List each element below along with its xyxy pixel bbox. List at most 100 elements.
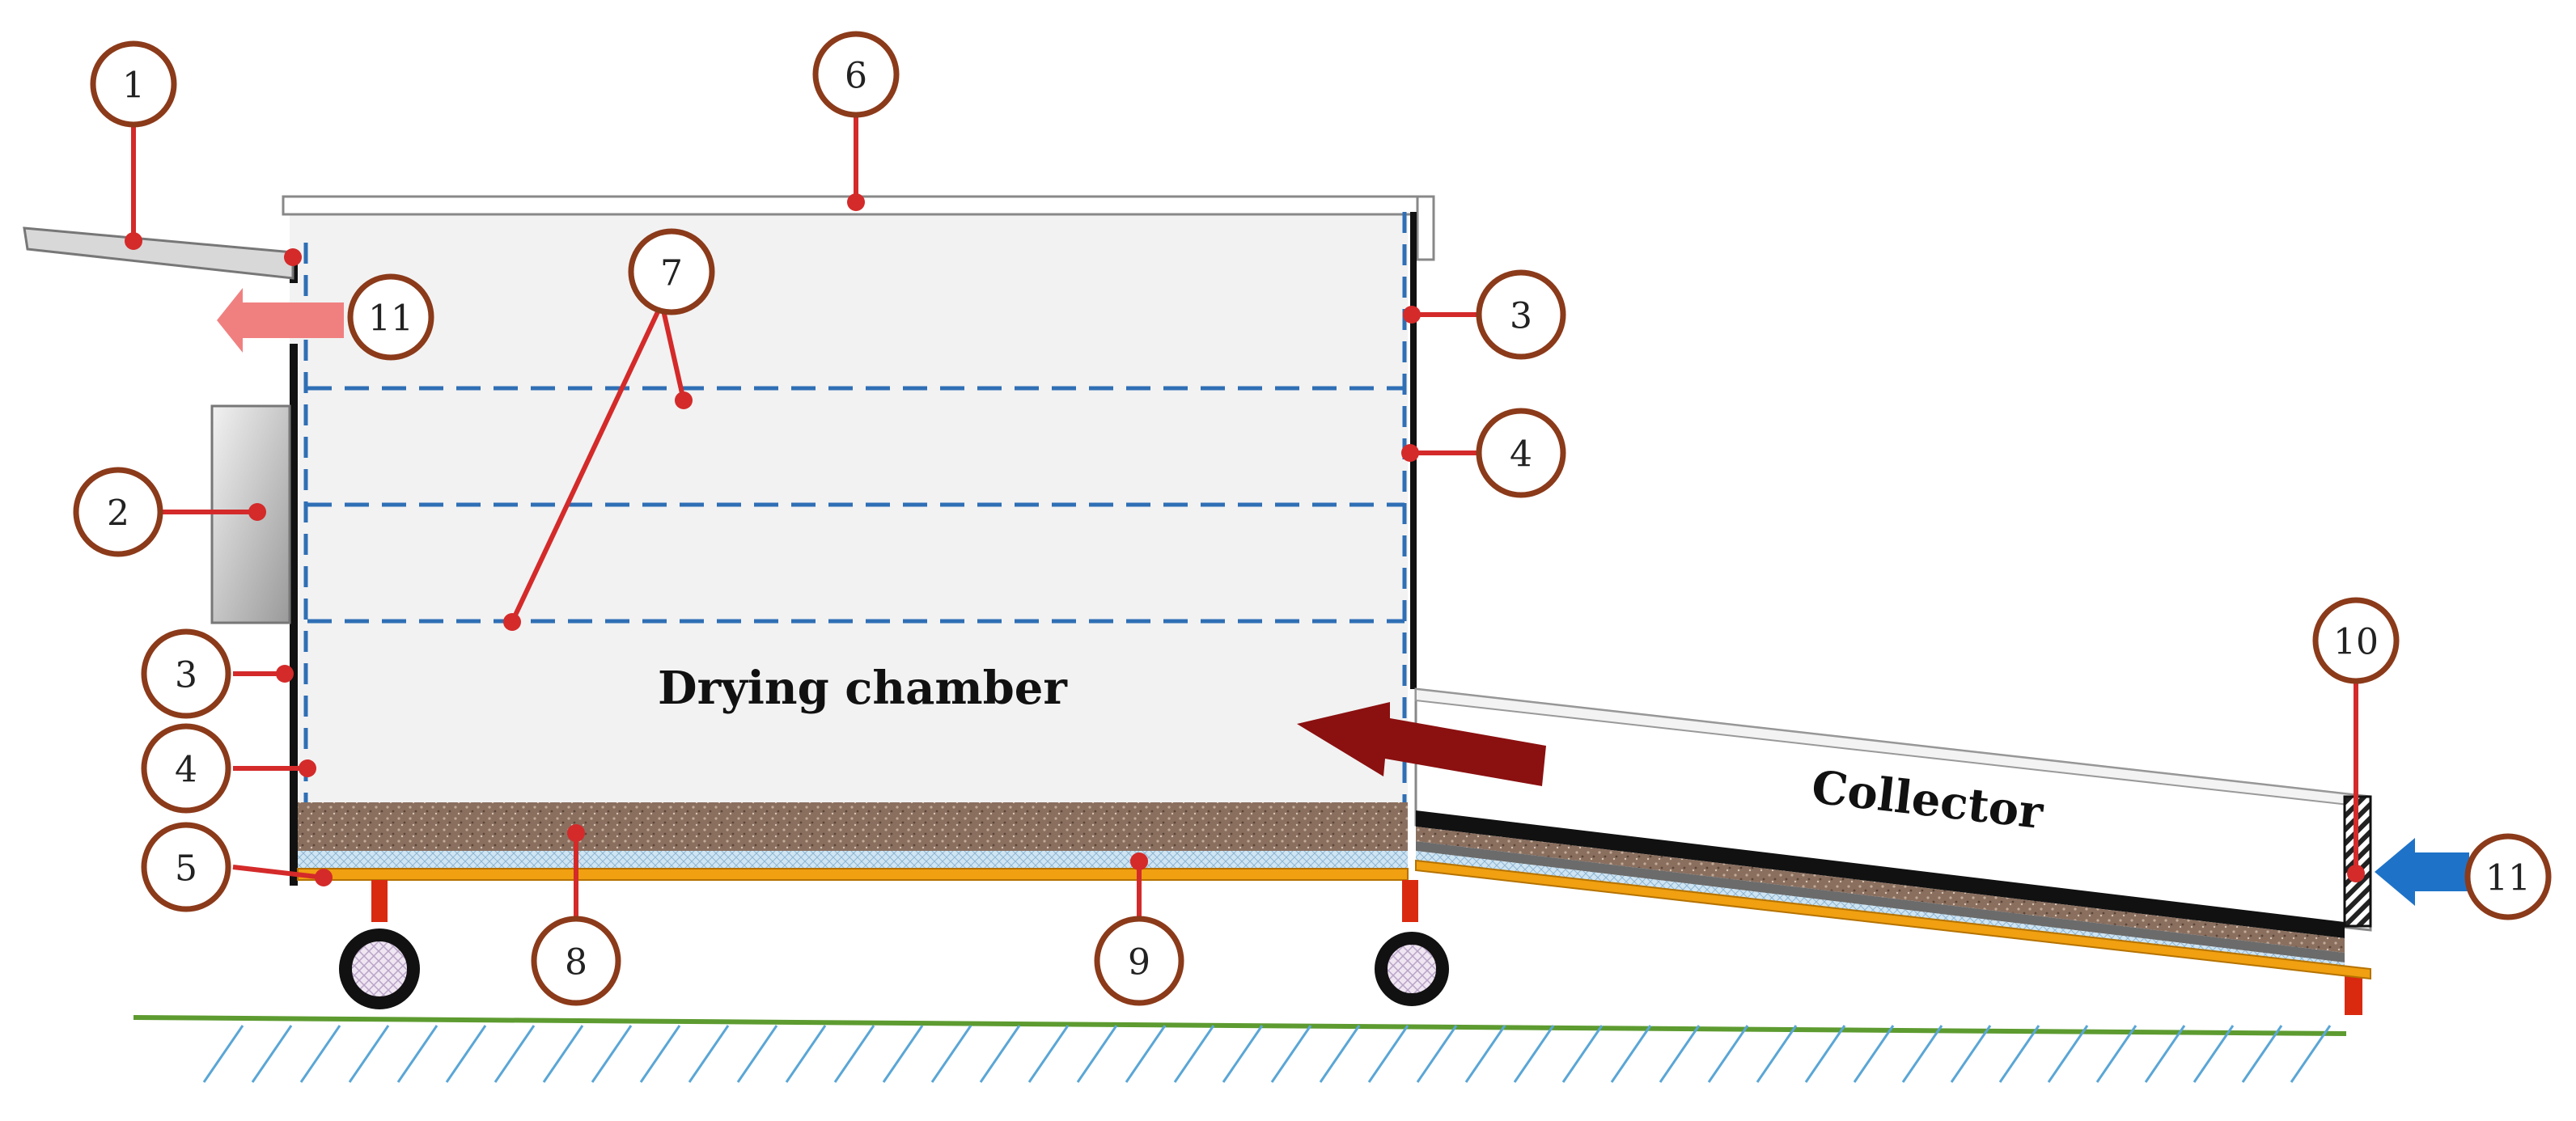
callout-5-ring	[141, 822, 231, 912]
hatch-stroke	[2144, 1025, 2186, 1083]
callout-8-ring	[531, 916, 621, 1006]
hatch-stroke	[1901, 1025, 1943, 1083]
collector-leg	[2345, 975, 2362, 1015]
callout-7-ring	[628, 228, 715, 315]
ground	[133, 1015, 2347, 1083]
hatch-stroke	[1027, 1025, 1070, 1083]
callout-3-right-ring	[1476, 269, 1566, 360]
hatch-stroke	[1853, 1025, 1895, 1083]
hatch-stroke	[1319, 1025, 1361, 1083]
callout-8: 8	[565, 942, 587, 984]
roof-overhang	[1416, 195, 1435, 261]
mesh-layer	[298, 851, 1408, 869]
callout-1-ring	[90, 40, 177, 128]
absorber-plate	[1416, 810, 2345, 938]
hatch-stroke	[1561, 1025, 1604, 1083]
leader-5	[232, 865, 324, 880]
callout-9-ring	[1094, 916, 1184, 1006]
leader-dots	[125, 193, 2365, 886]
left-wheel	[339, 929, 420, 1009]
collector-layer	[1416, 841, 2345, 962]
hatch-stroke	[1270, 1025, 1312, 1083]
right-wheel	[1375, 932, 1449, 1006]
collector-bed	[1416, 827, 2345, 953]
callout-numbers: 1 2 6 7 3 4 11 3 4 5 8 9 10 11	[107, 56, 2531, 984]
hatch-stroke	[494, 1025, 536, 1083]
hatch-stroke	[785, 1025, 827, 1083]
dot-3-right	[1403, 306, 1421, 324]
hatch-stroke	[2047, 1025, 2089, 1083]
dot-4-left	[299, 759, 316, 777]
callout-6-ring	[812, 31, 900, 118]
callout-4-right: 4	[1510, 434, 1532, 476]
dot-3-left	[276, 665, 294, 683]
right-leg	[1402, 880, 1418, 922]
chimney-pipe	[23, 226, 294, 280]
dot-9	[1130, 852, 1148, 870]
ground-line	[133, 1015, 2347, 1036]
hatch-stroke	[1513, 1025, 1555, 1083]
callout-rings	[73, 31, 2552, 1006]
hatch-stroke	[1756, 1025, 1798, 1083]
dot-7-top	[675, 391, 693, 409]
hatch-stroke	[251, 1025, 293, 1083]
hatch-stroke	[1416, 1025, 1458, 1083]
callout-7: 7	[660, 253, 683, 294]
hatch-stroke	[1076, 1025, 1118, 1083]
callout-6: 6	[845, 56, 867, 97]
hatch-stroke	[882, 1025, 924, 1083]
callout-4-right-ring	[1476, 408, 1566, 498]
hatch-stroke	[1610, 1025, 1652, 1083]
hatch-stroke	[1222, 1025, 1264, 1083]
hatch-stroke	[1707, 1025, 1749, 1083]
collector-frame	[1415, 859, 2371, 980]
left-wall	[290, 344, 298, 886]
chamber-label: Drying chamber	[658, 662, 1068, 715]
callout-11-right-ring	[2464, 833, 2552, 920]
hatch-stroke	[2193, 1025, 2235, 1083]
left-leg	[371, 880, 388, 922]
dot-8	[567, 824, 585, 842]
dot-1-wall	[284, 248, 302, 266]
hatch-stroke	[979, 1025, 1021, 1083]
hatch-stroke	[1804, 1025, 1846, 1083]
leader-7-bottom	[510, 302, 664, 624]
hatch-stroke	[688, 1025, 730, 1083]
hatch-stroke	[348, 1025, 390, 1083]
callout-2-ring	[73, 467, 163, 557]
hatch-stroke	[1950, 1025, 1992, 1083]
callout-4-left: 4	[175, 750, 197, 791]
hatch-stroke	[591, 1025, 633, 1083]
hatch-stroke	[930, 1025, 972, 1083]
dot-1	[125, 232, 142, 250]
callout-5: 5	[175, 848, 197, 890]
dot-5	[315, 869, 333, 886]
exhaust-air-arrow	[217, 288, 344, 353]
dot-6	[847, 193, 865, 211]
leader-lines	[131, 112, 2358, 922]
hatch-stroke	[2241, 1025, 2283, 1083]
hatch-stroke	[2095, 1025, 2137, 1083]
callout-11-left-ring	[347, 273, 434, 361]
callout-4-left-ring	[141, 723, 231, 814]
hatch-stroke	[1125, 1025, 1167, 1083]
hatch-stroke	[445, 1025, 487, 1083]
dot-4-right	[1401, 444, 1419, 462]
callout-1: 1	[122, 66, 145, 107]
wheels	[339, 880, 2362, 1015]
hatch-stroke	[1464, 1025, 1506, 1083]
callout-3-left: 3	[175, 655, 197, 696]
hatch-stroke	[1173, 1025, 1215, 1083]
hatch-stroke	[1367, 1025, 1409, 1083]
hatch-stroke	[639, 1025, 681, 1083]
heat-storage-bed	[298, 802, 1408, 851]
dot-10	[2347, 865, 2365, 882]
hatch-stroke	[736, 1025, 778, 1083]
hatch-stroke	[396, 1025, 439, 1083]
drying-chamber	[282, 195, 1435, 886]
base-frame	[297, 868, 1409, 881]
callout-10: 10	[2333, 622, 2379, 663]
callout-3-right: 3	[1510, 296, 1532, 337]
